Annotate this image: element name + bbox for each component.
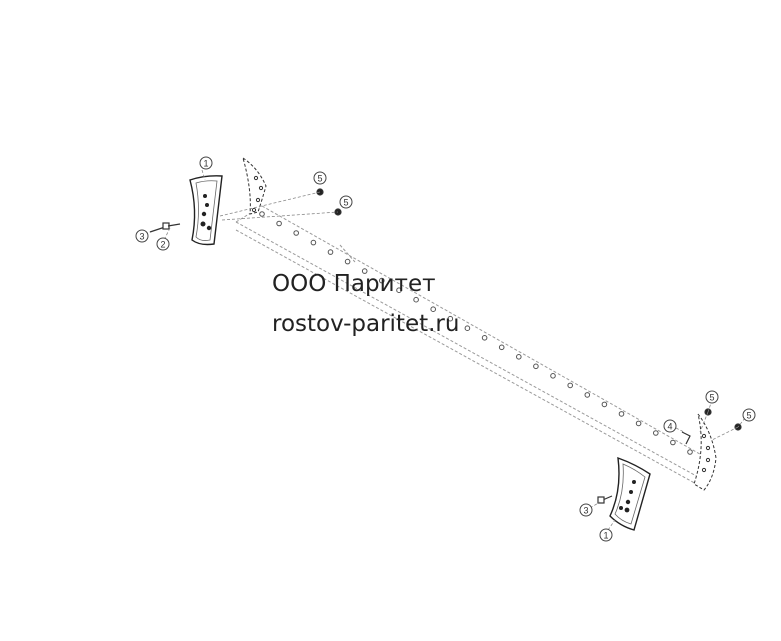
beam-hole — [670, 439, 676, 446]
beam-hole — [447, 315, 454, 322]
beam-hole — [653, 430, 659, 436]
beam-hole — [601, 401, 608, 408]
svg-text:4: 4 — [667, 422, 672, 432]
right-blade-mount — [693, 413, 717, 491]
beam-hole — [413, 296, 419, 303]
svg-text:1: 1 — [603, 531, 608, 541]
beam-hole — [550, 373, 556, 379]
right-blade — [609, 456, 651, 531]
beam-hole — [361, 268, 368, 274]
beam-hole — [379, 277, 385, 284]
beam-hole — [618, 411, 625, 417]
svg-text:5: 5 — [709, 393, 714, 403]
callout-3-right: 3 — [579, 503, 593, 517]
left-blade — [189, 175, 223, 246]
svg-text:2: 2 — [160, 240, 165, 250]
beam-holes — [259, 211, 693, 455]
beam-hole — [584, 392, 591, 398]
callout-4-right: 4 — [663, 419, 677, 433]
beam-hole — [293, 230, 300, 236]
beam-hole — [276, 220, 282, 227]
beam-hole — [567, 382, 574, 389]
beam-hole — [533, 363, 539, 370]
beam-hole — [430, 306, 437, 313]
beam-hole — [498, 344, 505, 351]
callout-1-left: 1 — [199, 156, 213, 170]
beam-hole — [516, 354, 522, 360]
callout-2-left: 2 — [156, 237, 170, 251]
callout-5-right-a: 5 — [705, 390, 719, 404]
beam — [235, 205, 715, 487]
watermark-company: ООО Паритет — [272, 271, 436, 297]
beam-hole — [259, 211, 265, 217]
left-blade-mount — [242, 156, 267, 215]
callout-1-right: 1 — [599, 528, 613, 542]
beam-hole — [344, 258, 351, 265]
beam-hole — [635, 420, 642, 427]
callout-5-right-b: 5 — [742, 408, 756, 422]
fasteners — [149, 188, 742, 504]
bolt-left-2 — [167, 223, 181, 227]
leader-lines — [144, 169, 746, 531]
clip-4 — [681, 431, 691, 445]
beam-hole — [481, 335, 488, 341]
watermark-site: rostov-paritet.ru — [272, 311, 460, 337]
svg-text:3: 3 — [139, 232, 144, 242]
callout-5-top-a: 5 — [313, 171, 327, 185]
beam-hole — [687, 449, 693, 455]
beam-hole — [310, 239, 317, 246]
svg-text:5: 5 — [343, 198, 348, 208]
bolt-head-right — [597, 496, 605, 504]
callout-5-top-b: 5 — [339, 195, 353, 209]
beam-hole — [396, 287, 402, 294]
callout-3-left: 3 — [135, 229, 149, 243]
svg-text:3: 3 — [583, 506, 588, 516]
svg-text:5: 5 — [317, 174, 322, 184]
svg-text:5: 5 — [746, 411, 751, 421]
beam-hole — [327, 249, 334, 255]
svg-text:1: 1 — [203, 159, 208, 169]
beam-hole — [464, 325, 471, 332]
